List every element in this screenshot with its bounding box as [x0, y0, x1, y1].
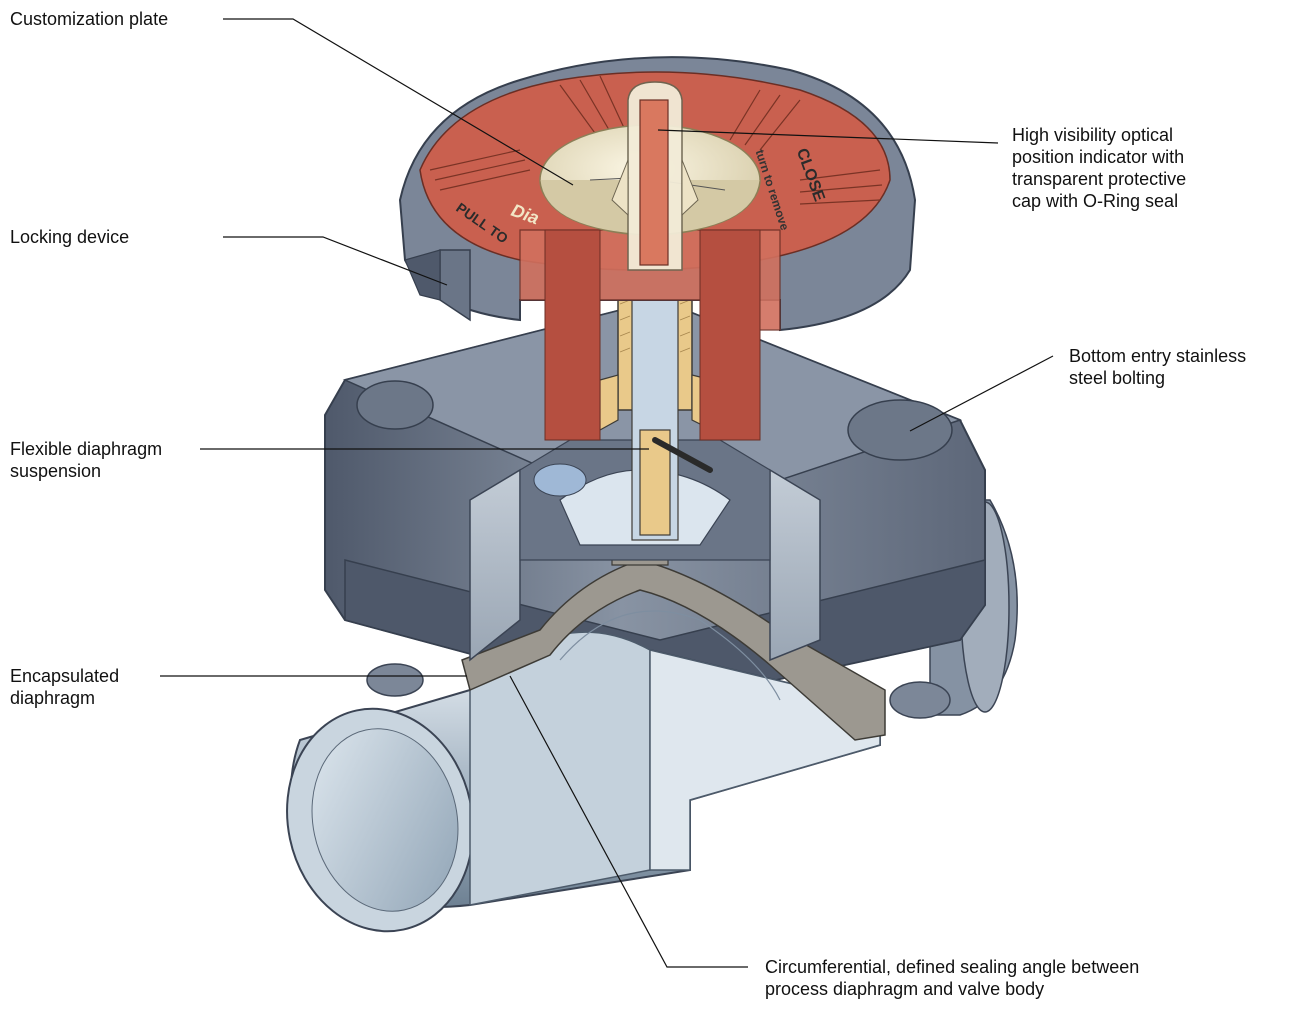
label-line: steel bolting — [1069, 367, 1246, 389]
label-flexible-suspension: Flexible diaphragm suspension — [10, 438, 162, 482]
bolt-cover-left — [357, 381, 433, 429]
label-line: Circumferential, defined sealing angle b… — [765, 956, 1139, 978]
label-line: process diaphragm and valve body — [765, 978, 1139, 1000]
label-sealing-angle: Circumferential, defined sealing angle b… — [765, 956, 1139, 1000]
label-locking-device: Locking device — [10, 226, 129, 248]
label-line: Locking device — [10, 226, 129, 248]
label-line: Flexible diaphragm — [10, 438, 162, 460]
label-line: Encapsulated — [10, 665, 119, 687]
label-bottom-bolting: Bottom entry stainless steel bolting — [1069, 345, 1246, 389]
leader-bottom-bolting — [910, 356, 1053, 431]
label-line: suspension — [10, 460, 162, 482]
label-line: position indicator with — [1012, 146, 1186, 168]
label-customization-plate: Customization plate — [10, 8, 168, 30]
label-line: transparent protective — [1012, 168, 1186, 190]
label-line: High visibility optical — [1012, 124, 1186, 146]
label-line: Customization plate — [10, 8, 168, 30]
label-line: cap with O-Ring seal — [1012, 190, 1186, 212]
bolt-cover-right — [848, 400, 952, 460]
label-line: Bottom entry stainless — [1069, 345, 1246, 367]
label-encapsulated-diaphragm: Encapsulated diaphragm — [10, 665, 119, 709]
label-optical-indicator: High visibility optical position indicat… — [1012, 124, 1186, 212]
label-line: diaphragm — [10, 687, 119, 709]
